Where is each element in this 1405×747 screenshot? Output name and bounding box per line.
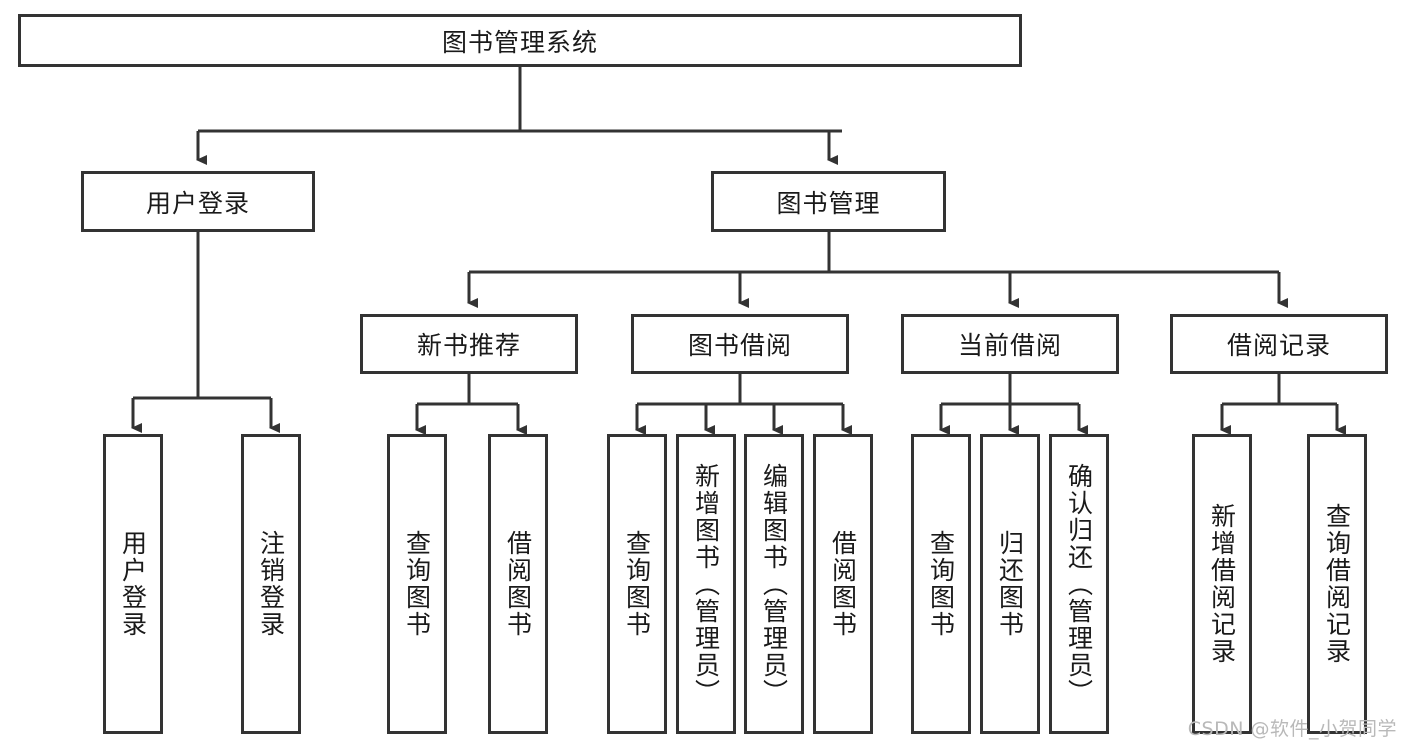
node-label: 当前借阅 — [957, 331, 1062, 360]
leaf-borrow-add-book[interactable]: 新增图书（管理员） — [676, 434, 736, 734]
node-label: 查询借阅记录 — [1322, 503, 1352, 665]
node-label: 新书推荐 — [416, 331, 521, 360]
node-label: 查询图书 — [926, 530, 956, 638]
node-label: 注销登录 — [256, 530, 286, 638]
node-label: 用户登录 — [118, 530, 148, 638]
leaf-recommend-borrow-book[interactable]: 借阅图书 — [488, 434, 548, 734]
node-label: 图书管理系统 — [441, 27, 598, 57]
watermark-text: CSDN @软件_小贺同学 — [1187, 718, 1397, 740]
node-current-borrow[interactable]: 当前借阅 — [901, 314, 1119, 374]
node-label: 借阅记录 — [1226, 331, 1331, 360]
node-label: 新增借阅记录 — [1207, 503, 1237, 665]
node-label: 查询图书 — [402, 530, 432, 638]
leaf-user-login-signout[interactable]: 注销登录 — [241, 434, 301, 734]
node-book-borrow[interactable]: 图书借阅 — [631, 314, 849, 374]
node-label: 编辑图书（管理员） — [759, 462, 789, 706]
node-user-login[interactable]: 用户登录 — [81, 171, 315, 232]
leaf-record-query-record[interactable]: 查询借阅记录 — [1307, 434, 1367, 734]
leaf-user-login-signin[interactable]: 用户登录 — [103, 434, 163, 734]
node-label: 新增图书（管理员） — [691, 462, 721, 706]
leaf-current-query-book[interactable]: 查询图书 — [911, 434, 971, 734]
leaf-current-confirm-return[interactable]: 确认归还（管理员） — [1049, 434, 1109, 734]
node-label: 图书借阅 — [687, 331, 792, 360]
leaf-record-add-record[interactable]: 新增借阅记录 — [1192, 434, 1252, 734]
leaf-current-return-book[interactable]: 归还图书 — [980, 434, 1040, 734]
node-new-book-recommend[interactable]: 新书推荐 — [360, 314, 578, 374]
node-book-management[interactable]: 图书管理 — [711, 171, 946, 232]
node-label: 借阅图书 — [503, 530, 533, 638]
node-label: 借阅图书 — [828, 530, 858, 638]
node-label: 查询图书 — [622, 530, 652, 638]
node-label: 确认归还（管理员） — [1064, 462, 1094, 706]
leaf-borrow-borrow-book[interactable]: 借阅图书 — [813, 434, 873, 734]
leaf-borrow-query-book[interactable]: 查询图书 — [607, 434, 667, 734]
leaf-recommend-query-book[interactable]: 查询图书 — [387, 434, 447, 734]
node-label: 归还图书 — [995, 530, 1025, 638]
node-label: 用户登录 — [145, 188, 250, 218]
leaf-borrow-edit-book[interactable]: 编辑图书（管理员） — [744, 434, 804, 734]
node-borrow-record[interactable]: 借阅记录 — [1170, 314, 1388, 374]
node-label: 图书管理 — [776, 188, 881, 218]
node-root-system[interactable]: 图书管理系统 — [18, 14, 1022, 67]
